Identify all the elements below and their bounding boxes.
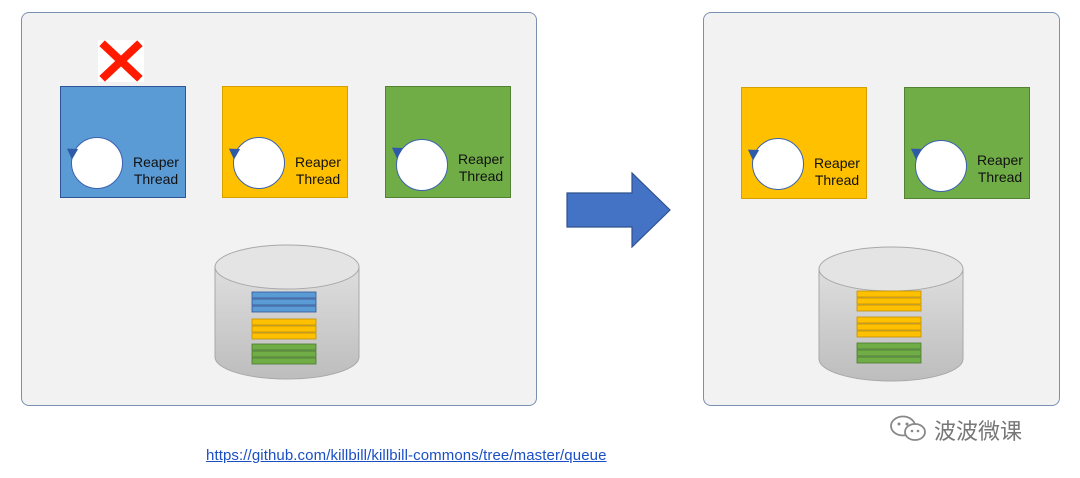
thread-label: Reaper Thread [814, 155, 860, 188]
clock-icon [915, 140, 967, 192]
queue-database-icon [212, 244, 362, 384]
clock-icon [396, 139, 448, 191]
clock-icon [71, 137, 123, 189]
clock-icon [752, 138, 804, 190]
reaper-thread-green: Reaper Thread [904, 87, 1030, 199]
watermark: 波波微课 [888, 414, 1022, 446]
thread-label: Reaper Thread [458, 151, 504, 184]
queue-rows-yellow [856, 290, 922, 338]
red-x-icon [98, 40, 144, 82]
wechat-icon [888, 413, 928, 448]
queue-rows-green [251, 343, 317, 365]
thread-label: Reaper Thread [133, 154, 179, 187]
thread-label: Reaper Thread [977, 152, 1023, 185]
clock-icon [233, 137, 285, 189]
queue-rows-green [856, 342, 922, 364]
reaper-thread-yellow: Reaper Thread [222, 86, 348, 198]
watermark-text: 波波微课 [934, 419, 1023, 444]
queue-rows-blue [251, 291, 317, 313]
reaper-thread-yellow: Reaper Thread [741, 87, 867, 199]
thread-label: Reaper Thread [295, 154, 341, 187]
queue-database-icon [816, 246, 966, 386]
source-link[interactable]: https://github.com/killbill/killbill-com… [206, 447, 607, 464]
right-arrow-icon [566, 171, 672, 253]
queue-rows-yellow [251, 318, 317, 340]
reaper-thread-green: Reaper Thread [385, 86, 511, 198]
reaper-thread-blue: Reaper Thread [60, 86, 186, 198]
